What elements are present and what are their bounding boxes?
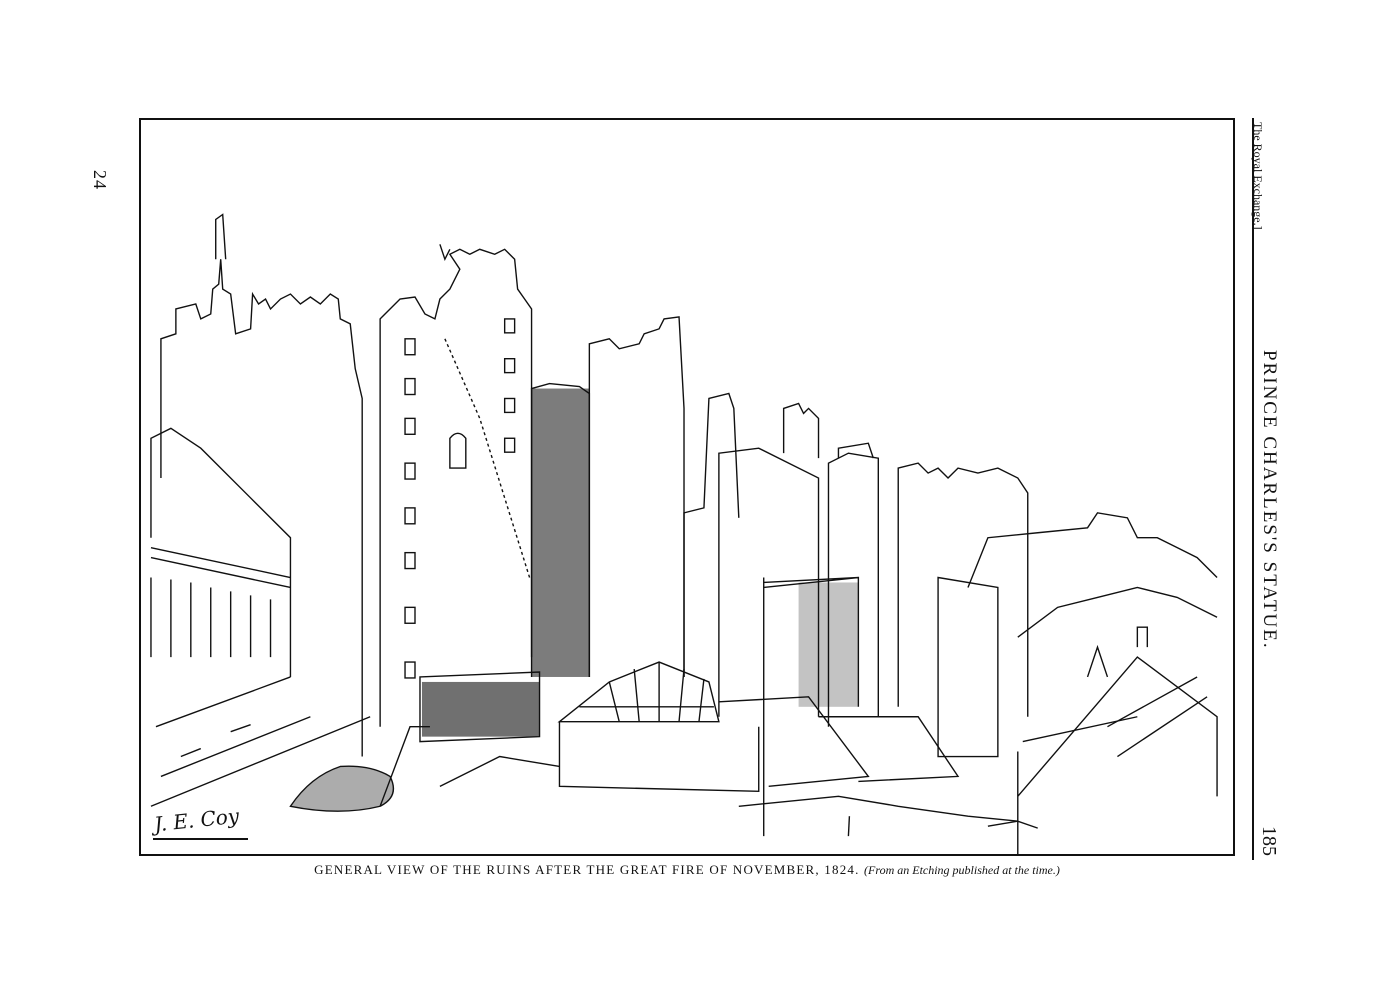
illustration-frame — [139, 118, 1235, 856]
figure-caption: GENERAL VIEW OF THE RUINS AFTER THE GREA… — [139, 862, 1235, 878]
etching-ruins-illustration — [150, 213, 1218, 854]
running-head-rule — [1252, 118, 1254, 860]
running-section-title: The Royal Exchange.] — [1251, 122, 1265, 230]
caption-main: GENERAL VIEW OF THE RUINS AFTER THE GREA… — [314, 862, 860, 877]
right-page-number: 185 — [1258, 826, 1280, 856]
caption-note: (From an Etching published at the time.) — [864, 863, 1060, 877]
left-page-number: 24 — [90, 170, 110, 190]
running-page-title: PRINCE CHARLES'S STATUE. — [1259, 350, 1280, 650]
signature-underline — [153, 838, 248, 840]
